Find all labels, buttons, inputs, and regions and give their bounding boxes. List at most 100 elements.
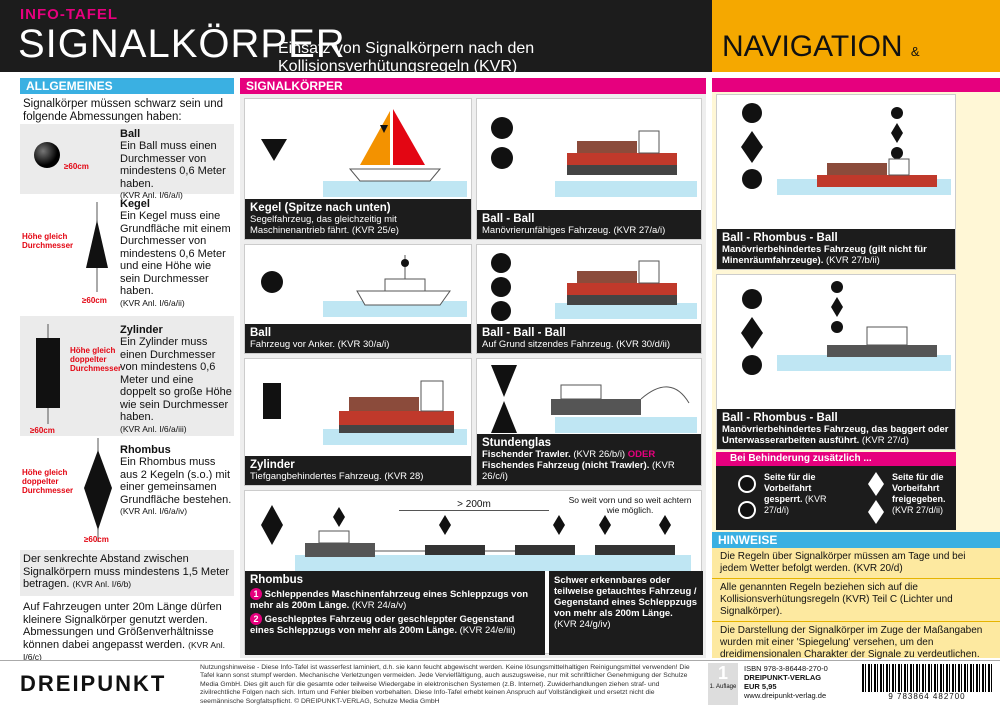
card-cylinder-title: Zylinder — [250, 459, 295, 471]
dredger-illustration — [827, 281, 937, 357]
footer: DREIPUNKT Nutzungshinweise - Diese Info-… — [0, 660, 1000, 707]
card-rhombus-ref2: (KVR 24/e/iii) — [459, 625, 516, 636]
tow-distance: > 200m — [399, 499, 549, 511]
ball-shape-icon — [34, 142, 60, 168]
card-hourglass-line1: Fischender Trawler. — [482, 449, 571, 460]
ball-rhombus-ball-icon — [741, 103, 763, 189]
publisher-name: DREIPUNKT-VERLAG — [744, 673, 822, 682]
barcode-bars — [862, 664, 992, 692]
card-ball-text: Fahrzeug vor Anker. — [250, 339, 336, 350]
card-hourglass-ref2: (KVR 26/c/i) — [482, 460, 675, 482]
card-hourglass-line2: Fischendes Fahrzeug (nicht Trawler). — [482, 460, 650, 471]
card-cone: Kegel (Spitze nach unten)Segelfahrzeug, … — [244, 98, 472, 240]
item-2-badge: 2 — [250, 613, 262, 625]
card-brb2-title: Ball - Rhombus - Ball — [722, 412, 838, 424]
ball-icon — [491, 301, 511, 321]
barcode-number: 9 783864 482700 — [888, 692, 966, 701]
sea-graphic — [555, 303, 697, 319]
price: EUR 5,95 — [744, 682, 777, 691]
card-rhombus-item2: Geschlepptes Fahrzeug oder geschleppter … — [250, 614, 515, 636]
cone-height-note: Höhe gleich Durchmesser — [22, 232, 74, 250]
series-banner: NAVIGATION & SCHIFFSFÜHRUNG — [712, 0, 1000, 93]
grounded-freighter-illustration — [567, 260, 677, 305]
ball-dimension: ≥60cm — [64, 162, 89, 171]
note-2: Alle genannten Regeln beziehen sich auf … — [712, 579, 1000, 622]
card-ball-ball-ref: (KVR 27/a/i) — [613, 225, 666, 236]
two-balls-icon — [738, 475, 756, 519]
rhombus-dimension: ≥60cm — [84, 535, 109, 544]
cone-spec-title: Kegel — [120, 198, 150, 210]
card-brb1-title: Ball - Rhombus - Ball — [722, 232, 838, 244]
page-subtitle: Einsatz von Signalkörpern nach den Kolli… — [278, 40, 535, 75]
two-rhombus-icon — [868, 472, 884, 524]
spacing-rule-ref: (KVR Anl. I/6/b) — [72, 579, 132, 589]
rhombus-shape-icon — [84, 438, 112, 542]
card-ball-ball-text: Manövrierunfähiges Fahrzeug. — [482, 225, 611, 236]
card-cone-text: Segelfahrzeug, das gleichzeitig mit Masc… — [250, 214, 397, 236]
sea-graphic — [555, 417, 697, 433]
cone-spec: Höhe gleich Durchmesser ≥60cm Kegel Ein … — [20, 196, 234, 314]
rhombus-icon — [261, 505, 283, 545]
freighter-illustration — [567, 130, 677, 175]
right-top-bar — [712, 78, 1000, 92]
card-hourglass-title: Stundenglas — [482, 437, 552, 449]
header-bar: INFO-TAFEL SIGNALKÖRPER Einsatz von Sign… — [0, 0, 712, 75]
cylinder-spec: Höhe gleich doppelter Durchmesser ≥60cm … — [20, 316, 234, 436]
side-clear-text: Seite für die Vorbeifahrt freigegeben. — [892, 472, 946, 504]
isbn: ISBN 978-3-86448-270-0 — [744, 664, 828, 673]
note-1: Die Regeln über Signalkörper müssen am T… — [712, 548, 1000, 579]
cylinder-icon — [263, 383, 281, 419]
sea-graphic — [555, 181, 697, 197]
tow-note: So weit vorn und so weit achtern wie mög… — [568, 495, 692, 515]
legal-notice: Nutzungshinweise - Diese Info-Tafel ist … — [200, 664, 690, 705]
card-ball-ball-title: Ball - Ball — [482, 213, 535, 225]
ball-spec-title: Ball — [120, 128, 141, 140]
ball-icon — [491, 253, 511, 273]
cylinder-spec-text: Ein Zylinder muss einen Durchmesser von … — [120, 336, 232, 423]
card-rhombus-ref1: (KVR 24/a/v) — [351, 600, 407, 611]
signal-heading: SIGNALKÖRPER — [240, 78, 706, 94]
rhombus-spec-ref: (KVR Anl. I/6/a/iv) — [120, 506, 188, 516]
edition-badge: 1 1. Auflage — [708, 663, 738, 705]
spacing-rule: Der senkrechte Abstand zwischen Signalkö… — [20, 550, 234, 596]
hourglass-icon — [491, 365, 517, 433]
freighter-illustration — [817, 107, 937, 187]
card-rhombus: > 200m So weit vorn und so weit achtern … — [244, 490, 703, 655]
card-cone-label: Kegel (Spitze nach unten)Segelfahrzeug, … — [245, 199, 471, 239]
card-ball-ball-ball-text: Auf Grund sitzendes Fahrzeug. — [482, 339, 614, 350]
side-blocked-text: Seite für die Vorbeifahrt gesperrt. — [764, 472, 816, 504]
general-intro: Signalkörper müssen schwarz sein und fol… — [23, 98, 224, 123]
sea-graphic — [295, 555, 691, 571]
cylinder-height-note: Höhe gleich doppelter Durchmesser — [70, 346, 122, 373]
card-rhombus-label: Rhombus 1 Schleppendes Maschinenfahrzeug… — [245, 571, 545, 655]
publisher-logo: DREIPUNKT — [20, 671, 167, 696]
general-heading: ALLGEMEINES — [20, 78, 234, 94]
book-info: ISBN 978-3-86448-270-0 DREIPUNKT-VERLAG … — [744, 664, 854, 700]
card-cone-title: Kegel (Spitze nach unten) — [250, 202, 391, 214]
rhombus-spec-title: Rhombus — [120, 444, 171, 456]
card-ball-ball-ball-ref: (KVR 30/d/ii) — [616, 339, 670, 350]
card-cylinder-text: Tiefgangbehindertes Fahrzeug. — [250, 471, 382, 482]
obstruction-signals: Seite für die Vorbeifahrt gesperrt. (KVR… — [716, 466, 956, 530]
ball-spec-text: Ein Ball muss einen Durchmesser von mind… — [120, 140, 226, 190]
signal-section: SIGNALKÖRPER Kegel (Spitze nach unten)Se… — [240, 78, 706, 658]
side-blocked-ref: (KVR 27/d/i) — [764, 494, 827, 515]
tanker-illustration — [339, 380, 454, 433]
card-rhombus-side: Schwer erkennbares oder teilweise getauc… — [549, 571, 703, 655]
motorboat-illustration — [356, 255, 451, 306]
ball-spec: ≥60cm Ball Ein Ball muss einen Durchmess… — [20, 124, 234, 200]
sea-graphic — [777, 355, 951, 371]
sailboat-illustration — [348, 109, 442, 182]
cylinder-spec-ref: (KVR Anl. I/6/a/iii) — [120, 423, 187, 434]
edition-label: 1. Auflage — [709, 684, 737, 690]
